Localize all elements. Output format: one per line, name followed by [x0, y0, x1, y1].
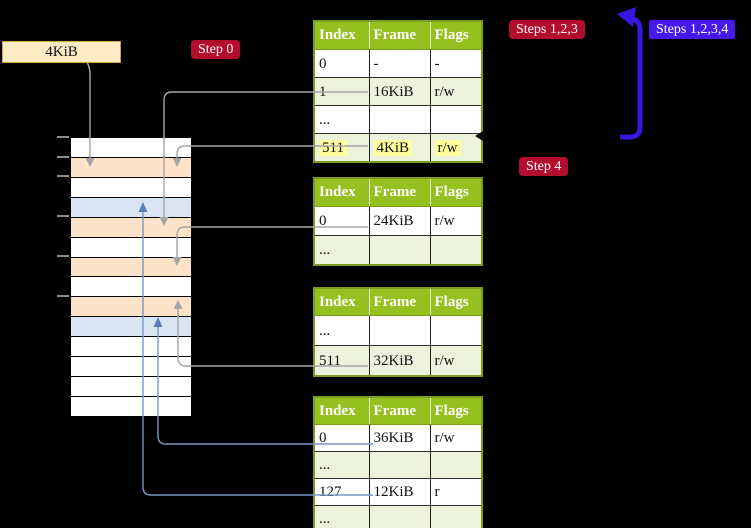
table-row: ...: [314, 105, 482, 134]
big-recursion-arrow: [620, 16, 643, 140]
column-header-frame: Frame: [368, 21, 430, 50]
cell-flags: r: [429, 478, 482, 506]
steps-1234-label: Steps 1,2,3,4: [649, 20, 736, 39]
cell-index: 511: [314, 345, 369, 376]
cell-index: 0: [314, 49, 369, 78]
cell-frame: -: [368, 49, 430, 78]
highlighted-value: 4KiB: [373, 139, 413, 156]
cell-index: 127: [314, 478, 369, 506]
physical-memory-column: [70, 137, 192, 417]
cell-flags: [429, 315, 482, 346]
cell-frame: 12KiB: [368, 478, 430, 506]
column-header-flags: Flags: [429, 397, 482, 425]
cell-frame: [368, 235, 430, 265]
memory-tick: [57, 295, 69, 297]
column-header-index: Index: [314, 178, 369, 207]
column-header-index: Index: [314, 397, 369, 425]
column-header-frame: Frame: [368, 397, 430, 425]
cell-index: 511: [314, 133, 369, 162]
cell-frame: [368, 315, 430, 346]
memory-tick: [57, 175, 69, 177]
memory-tick: [57, 136, 69, 138]
memory-row-white: [71, 337, 191, 358]
cell-flags: -: [429, 49, 482, 78]
cell-flags: [429, 235, 482, 265]
step4-label: Step 4: [519, 157, 569, 176]
cell-frame: [368, 451, 430, 479]
memory-tick: [57, 215, 69, 217]
cell-flags: [429, 451, 482, 479]
cell-flags: [429, 505, 482, 528]
highlighted-value: 511: [319, 139, 347, 156]
memory-row-white: [71, 138, 191, 158]
memory-row-orange: [71, 297, 191, 318]
memory-row-white: [71, 277, 191, 298]
table-row: ...: [314, 451, 482, 479]
memory-row-orange: [71, 257, 191, 278]
cell-index: 1: [314, 77, 369, 106]
memory-row-white: [71, 396, 191, 416]
page-size-box: 4KiB: [2, 41, 121, 63]
memory-row-white: [71, 177, 191, 198]
memory-row-orange: [71, 217, 191, 238]
memory-row-white: [71, 237, 191, 258]
steps-123-label: Steps 1,2,3: [509, 20, 585, 39]
cell-flags: r/w: [429, 424, 482, 452]
cell-index: ...: [314, 235, 369, 265]
cell-index: ...: [314, 451, 369, 479]
memory-tick: [57, 156, 69, 158]
cell-flags: r/w: [429, 133, 482, 162]
column-header-flags: Flags: [429, 288, 482, 316]
cell-index: ...: [314, 105, 369, 134]
table-row: 511 4KiB r/w: [314, 133, 482, 162]
step0-label: Step 0: [191, 40, 241, 59]
cell-frame: [368, 105, 430, 134]
column-header-flags: Flags: [429, 178, 482, 207]
memory-tick: [57, 255, 69, 257]
cell-flags: r/w: [429, 345, 482, 376]
column-header-flags: Flags: [429, 21, 482, 50]
cell-frame: 16KiB: [368, 77, 430, 106]
cell-flags: [429, 105, 482, 134]
cell-frame: 24KiB: [368, 206, 430, 236]
table-row: ...: [314, 505, 482, 528]
cell-flags: r/w: [429, 77, 482, 106]
table-row: ...: [314, 315, 482, 346]
cell-index: 0: [314, 206, 369, 236]
cell-flags: r/w: [429, 206, 482, 236]
memory-row-white: [71, 377, 191, 397]
memory-row-blue: [71, 197, 191, 218]
cell-index: ...: [314, 315, 369, 346]
cell-frame: 4KiB: [368, 133, 430, 162]
cell-index: 0: [314, 424, 369, 452]
memory-row-white: [71, 357, 191, 378]
cell-frame: [368, 505, 430, 528]
highlighted-value: r/w: [434, 139, 461, 156]
column-header-index: Index: [314, 21, 369, 50]
column-header-frame: Frame: [368, 178, 430, 207]
cell-frame: 36KiB: [368, 424, 430, 452]
column-header-index: Index: [314, 288, 369, 316]
table-row: 0--: [314, 49, 482, 78]
column-header-frame: Frame: [368, 288, 430, 316]
table-row: ...: [314, 235, 482, 265]
memory-row-blue: [71, 317, 191, 338]
cell-frame: 32KiB: [368, 345, 430, 376]
cell-index: ...: [314, 505, 369, 528]
memory-row-orange: [71, 157, 191, 178]
